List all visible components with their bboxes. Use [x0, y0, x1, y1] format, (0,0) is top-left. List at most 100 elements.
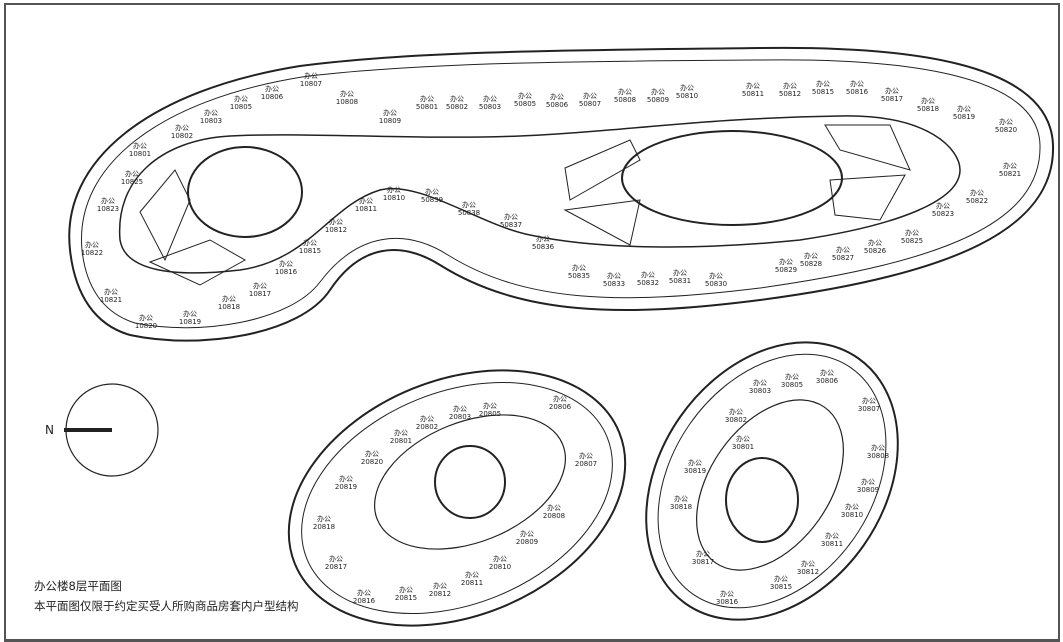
- unit-type: 办公: [253, 282, 267, 290]
- unit-type: 办公: [183, 310, 197, 318]
- unit-type: 办公: [921, 97, 935, 105]
- unit-number: 50829: [774, 266, 798, 274]
- unit-number: 20817: [324, 563, 348, 571]
- unit-number: 50812: [778, 90, 802, 98]
- drawing-frame: [4, 3, 1060, 642]
- unit-number: 50815: [811, 88, 835, 96]
- unit-type: 办公: [359, 197, 373, 205]
- unit-type: 办公: [394, 429, 408, 437]
- unit-number: 20818: [312, 523, 336, 531]
- building-3-outline: [645, 341, 899, 621]
- unit-type: 办公: [783, 82, 797, 90]
- unit-number: 10823: [96, 205, 120, 213]
- unit-type: 办公: [673, 269, 687, 277]
- unit-type: 办公: [820, 369, 834, 377]
- unit-number: 50828: [799, 260, 823, 268]
- unit-number: 30816: [715, 598, 739, 606]
- unit-number: 20808: [542, 512, 566, 520]
- unit-type: 办公: [905, 229, 919, 237]
- unit-type: 办公: [688, 459, 702, 467]
- unit-number: 50838: [457, 209, 481, 217]
- unit-type: 办公: [175, 124, 189, 132]
- unit-number: 10809: [378, 117, 402, 125]
- unit-number: 50818: [916, 105, 940, 113]
- unit-number: 50808: [613, 96, 637, 104]
- building-1-outline: [68, 46, 1055, 342]
- unit-type: 办公: [101, 197, 115, 205]
- unit-number: 10812: [324, 226, 348, 234]
- unit-number: 10811: [354, 205, 378, 213]
- unit-type: 办公: [317, 515, 331, 523]
- unit-type: 办公: [651, 88, 665, 96]
- unit-number: 10801: [128, 150, 152, 158]
- unit-number: 30819: [683, 467, 707, 475]
- unit-type: 办公: [618, 88, 632, 96]
- unit-type: 办公: [936, 202, 950, 210]
- unit-type: 办公: [222, 295, 236, 303]
- unit-number: 50801: [415, 103, 439, 111]
- unit-number: 50809: [646, 96, 670, 104]
- unit-type: 办公: [680, 84, 694, 92]
- unit-number: 20820: [360, 458, 384, 466]
- unit-number: 10807: [299, 80, 323, 88]
- unit-type: 办公: [999, 118, 1013, 126]
- unit-number: 50805: [513, 100, 537, 108]
- unit-number: 50835: [567, 272, 591, 280]
- unit-type: 办公: [125, 170, 139, 178]
- unit-type: 办公: [785, 373, 799, 381]
- unit-number: 30815: [769, 583, 793, 591]
- unit-number: 20806: [548, 403, 572, 411]
- unit-number: 50817: [880, 95, 904, 103]
- unit-number: 50836: [531, 243, 555, 251]
- unit-number: 10806: [260, 93, 284, 101]
- unit-number: 50825: [900, 237, 924, 245]
- unit-type: 办公: [861, 478, 875, 486]
- unit-type: 办公: [420, 415, 434, 423]
- unit-type: 办公: [425, 188, 439, 196]
- unit-number: 10816: [274, 268, 298, 276]
- unit-number: 50816: [845, 88, 869, 96]
- unit-number: 50827: [831, 254, 855, 262]
- unit-type: 办公: [357, 589, 371, 597]
- unit-number: 30818: [669, 503, 693, 511]
- unit-type: 办公: [547, 504, 561, 512]
- unit-number: 10820: [134, 322, 158, 330]
- unit-type: 办公: [465, 571, 479, 579]
- unit-type: 办公: [339, 475, 353, 483]
- unit-type: 办公: [462, 201, 476, 209]
- unit-number: 20803: [448, 413, 472, 421]
- unit-type: 办公: [746, 82, 760, 90]
- unit-type: 办公: [850, 80, 864, 88]
- unit-number: 50832: [636, 279, 660, 287]
